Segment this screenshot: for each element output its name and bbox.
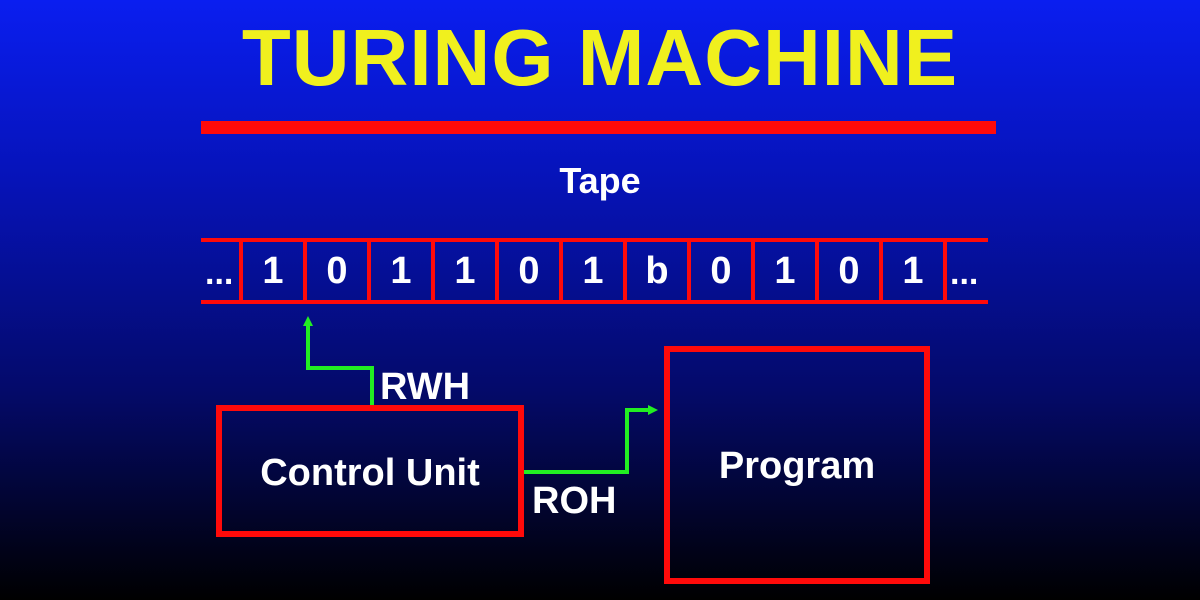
tape-label: Tape bbox=[559, 160, 641, 201]
tape-cell: 0 bbox=[838, 250, 860, 292]
roh-arrow bbox=[523, 405, 658, 474]
tape-cell: 1 bbox=[390, 250, 412, 292]
tape-cell: b bbox=[645, 250, 669, 292]
tape-cell: 0 bbox=[326, 250, 348, 292]
tape-left-ellipsis: ... bbox=[205, 254, 234, 292]
tape-cell: 1 bbox=[902, 250, 924, 292]
tape-cell: 0 bbox=[518, 250, 540, 292]
tape-cell: 1 bbox=[774, 250, 796, 292]
tape-cell-dividers bbox=[239, 240, 947, 302]
tape-cell: 1 bbox=[582, 250, 604, 292]
tape-cell: 1 bbox=[454, 250, 476, 292]
roh-label: ROH bbox=[532, 480, 617, 522]
page-title: TURING MACHINE bbox=[241, 13, 959, 102]
tape-cell: 0 bbox=[710, 250, 732, 292]
program-label: Program bbox=[718, 445, 876, 487]
tape-right-ellipsis: ... bbox=[950, 254, 979, 292]
rwh-label: RWH bbox=[380, 366, 471, 408]
program-box bbox=[664, 346, 930, 584]
rwh-arrow bbox=[303, 316, 374, 407]
control-unit-label: Control Unit bbox=[260, 452, 480, 494]
tape-cell: 1 bbox=[262, 250, 284, 292]
title-underline bbox=[201, 121, 996, 134]
control-unit-box bbox=[216, 405, 524, 537]
